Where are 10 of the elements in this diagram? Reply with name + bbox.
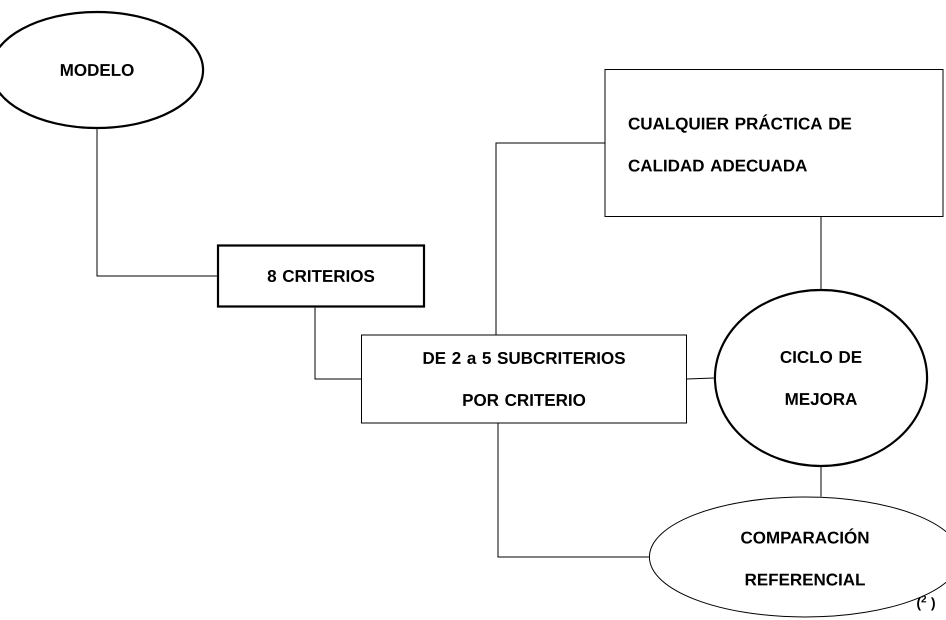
connector-line [314, 307, 362, 380]
criteria-box: 8 CRITERIOS [216, 244, 426, 308]
subcriteria-box: DE 2 a 5 SUBCRITERIOS POR CRITERIO [361, 334, 687, 424]
connector-line [820, 216, 822, 290]
practice-box: CUALQUIER PRÁCTICA DE CALIDAD ADECUADA [604, 69, 944, 217]
connector-line [820, 466, 822, 497]
connector-line [496, 142, 605, 335]
connector-line [686, 377, 714, 380]
connector-line [96, 128, 218, 276]
connector-line [498, 422, 650, 558]
